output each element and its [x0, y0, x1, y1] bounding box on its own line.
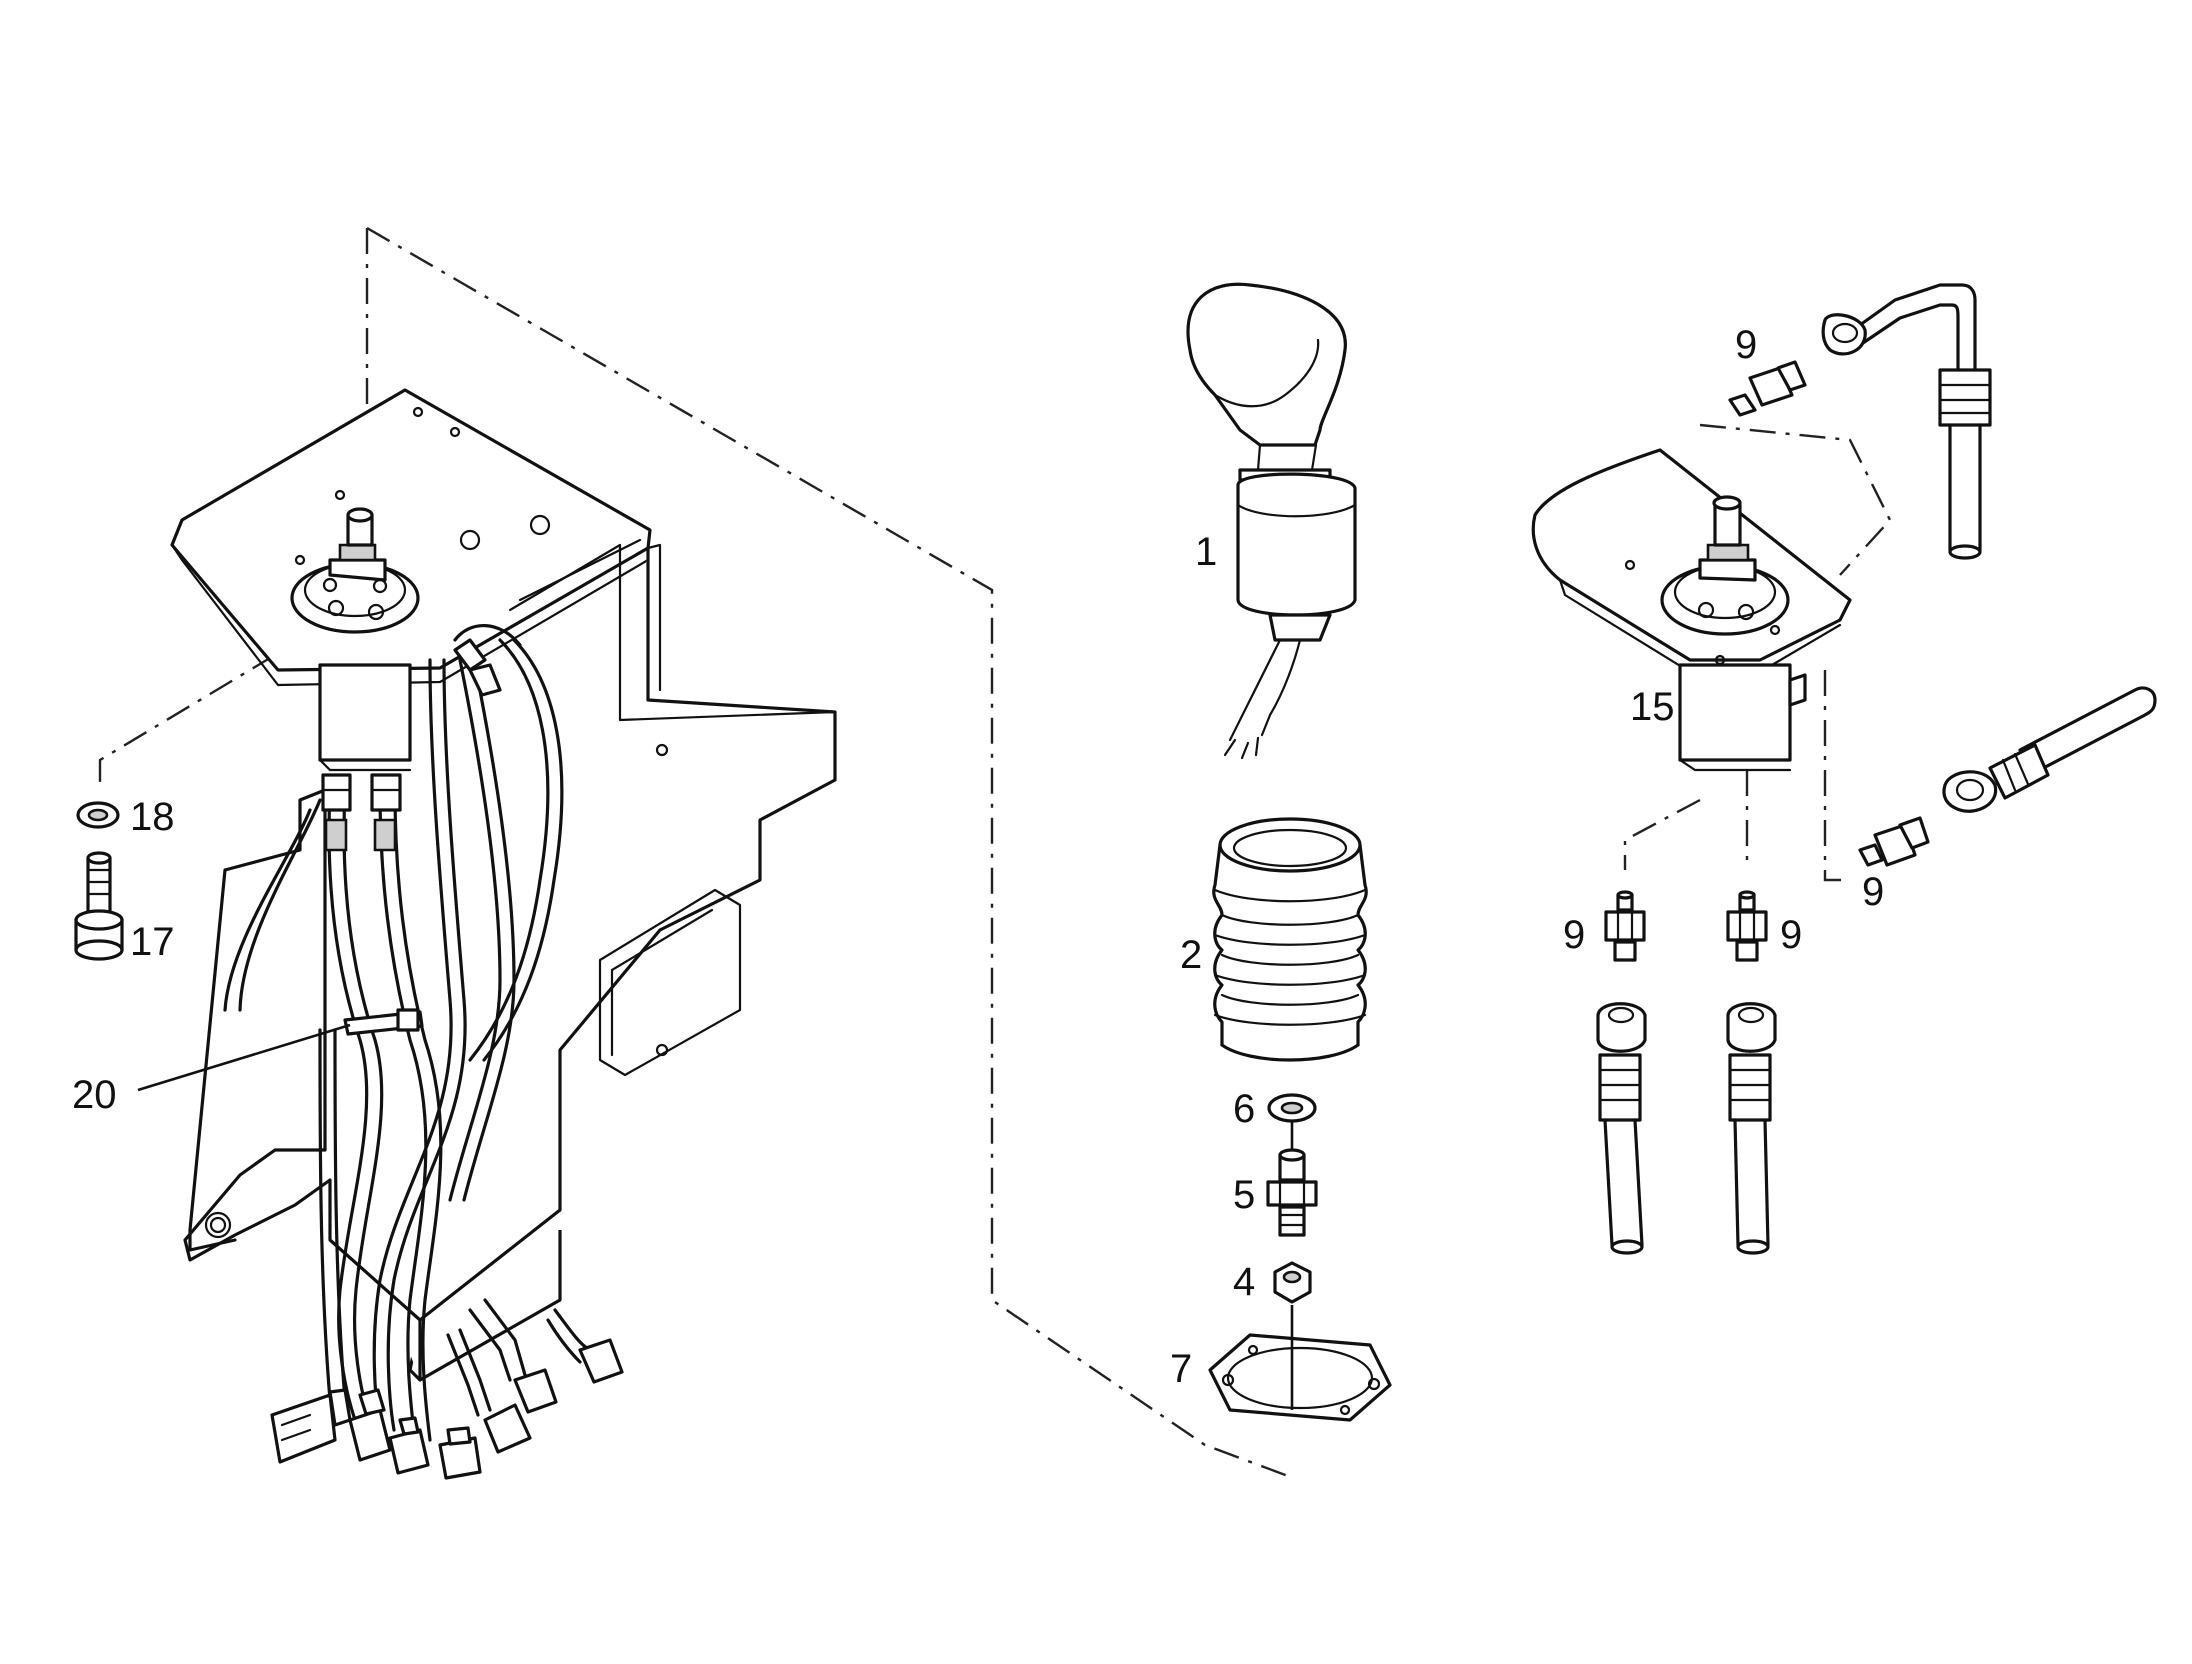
bellows-boot-2	[1212, 817, 1368, 1062]
callout-2: 2	[1180, 933, 1202, 977]
hose-bundle	[223, 624, 592, 1442]
callout-9-right: 9	[1862, 870, 1884, 914]
lower-hoses	[1596, 1002, 1777, 1255]
callout-6: 6	[1233, 1087, 1255, 1131]
callout-5: 5	[1233, 1173, 1255, 1217]
fitting-9-top	[1728, 360, 1807, 417]
nut-4	[1273, 1261, 1312, 1304]
fitting-9-right	[1858, 816, 1930, 867]
callout-labels: 1 2 6 5 4 7 9 9 9 9 15 18 17 20	[72, 323, 1884, 1391]
washer-6	[1267, 1093, 1317, 1123]
washer-18	[76, 801, 120, 829]
joystick-parts	[1186, 282, 1392, 1422]
plate-holes	[294, 406, 551, 566]
callout-9-left: 9	[1563, 913, 1585, 957]
hose-top-fittings	[321, 638, 502, 852]
callout-9-top: 9	[1735, 323, 1757, 367]
callout-15: 15	[1630, 685, 1675, 729]
bolt-17	[74, 851, 124, 961]
control-valve-assembly	[1531, 283, 2157, 1255]
mounting-bracket-assembly	[74, 226, 1289, 1480]
callout-7: 7	[1170, 1347, 1192, 1391]
gasket-7	[1208, 1333, 1392, 1422]
fitting-9-left	[1604, 890, 1646, 962]
callout-9-center: 9	[1780, 913, 1802, 957]
adapter-5	[1266, 1148, 1318, 1237]
hose-end-fittings	[270, 1338, 624, 1480]
callout-1: 1	[1195, 530, 1217, 574]
hose-right	[1942, 686, 2157, 813]
fitting-9-right-bottom	[1726, 890, 1768, 962]
bent-tube	[1821, 283, 1992, 560]
handle-grip-1	[1186, 282, 1357, 760]
callout-17: 17	[130, 920, 175, 964]
callout-18: 18	[130, 795, 175, 839]
callout-4: 4	[1233, 1260, 1255, 1304]
callout-20: 20	[72, 1073, 117, 1117]
